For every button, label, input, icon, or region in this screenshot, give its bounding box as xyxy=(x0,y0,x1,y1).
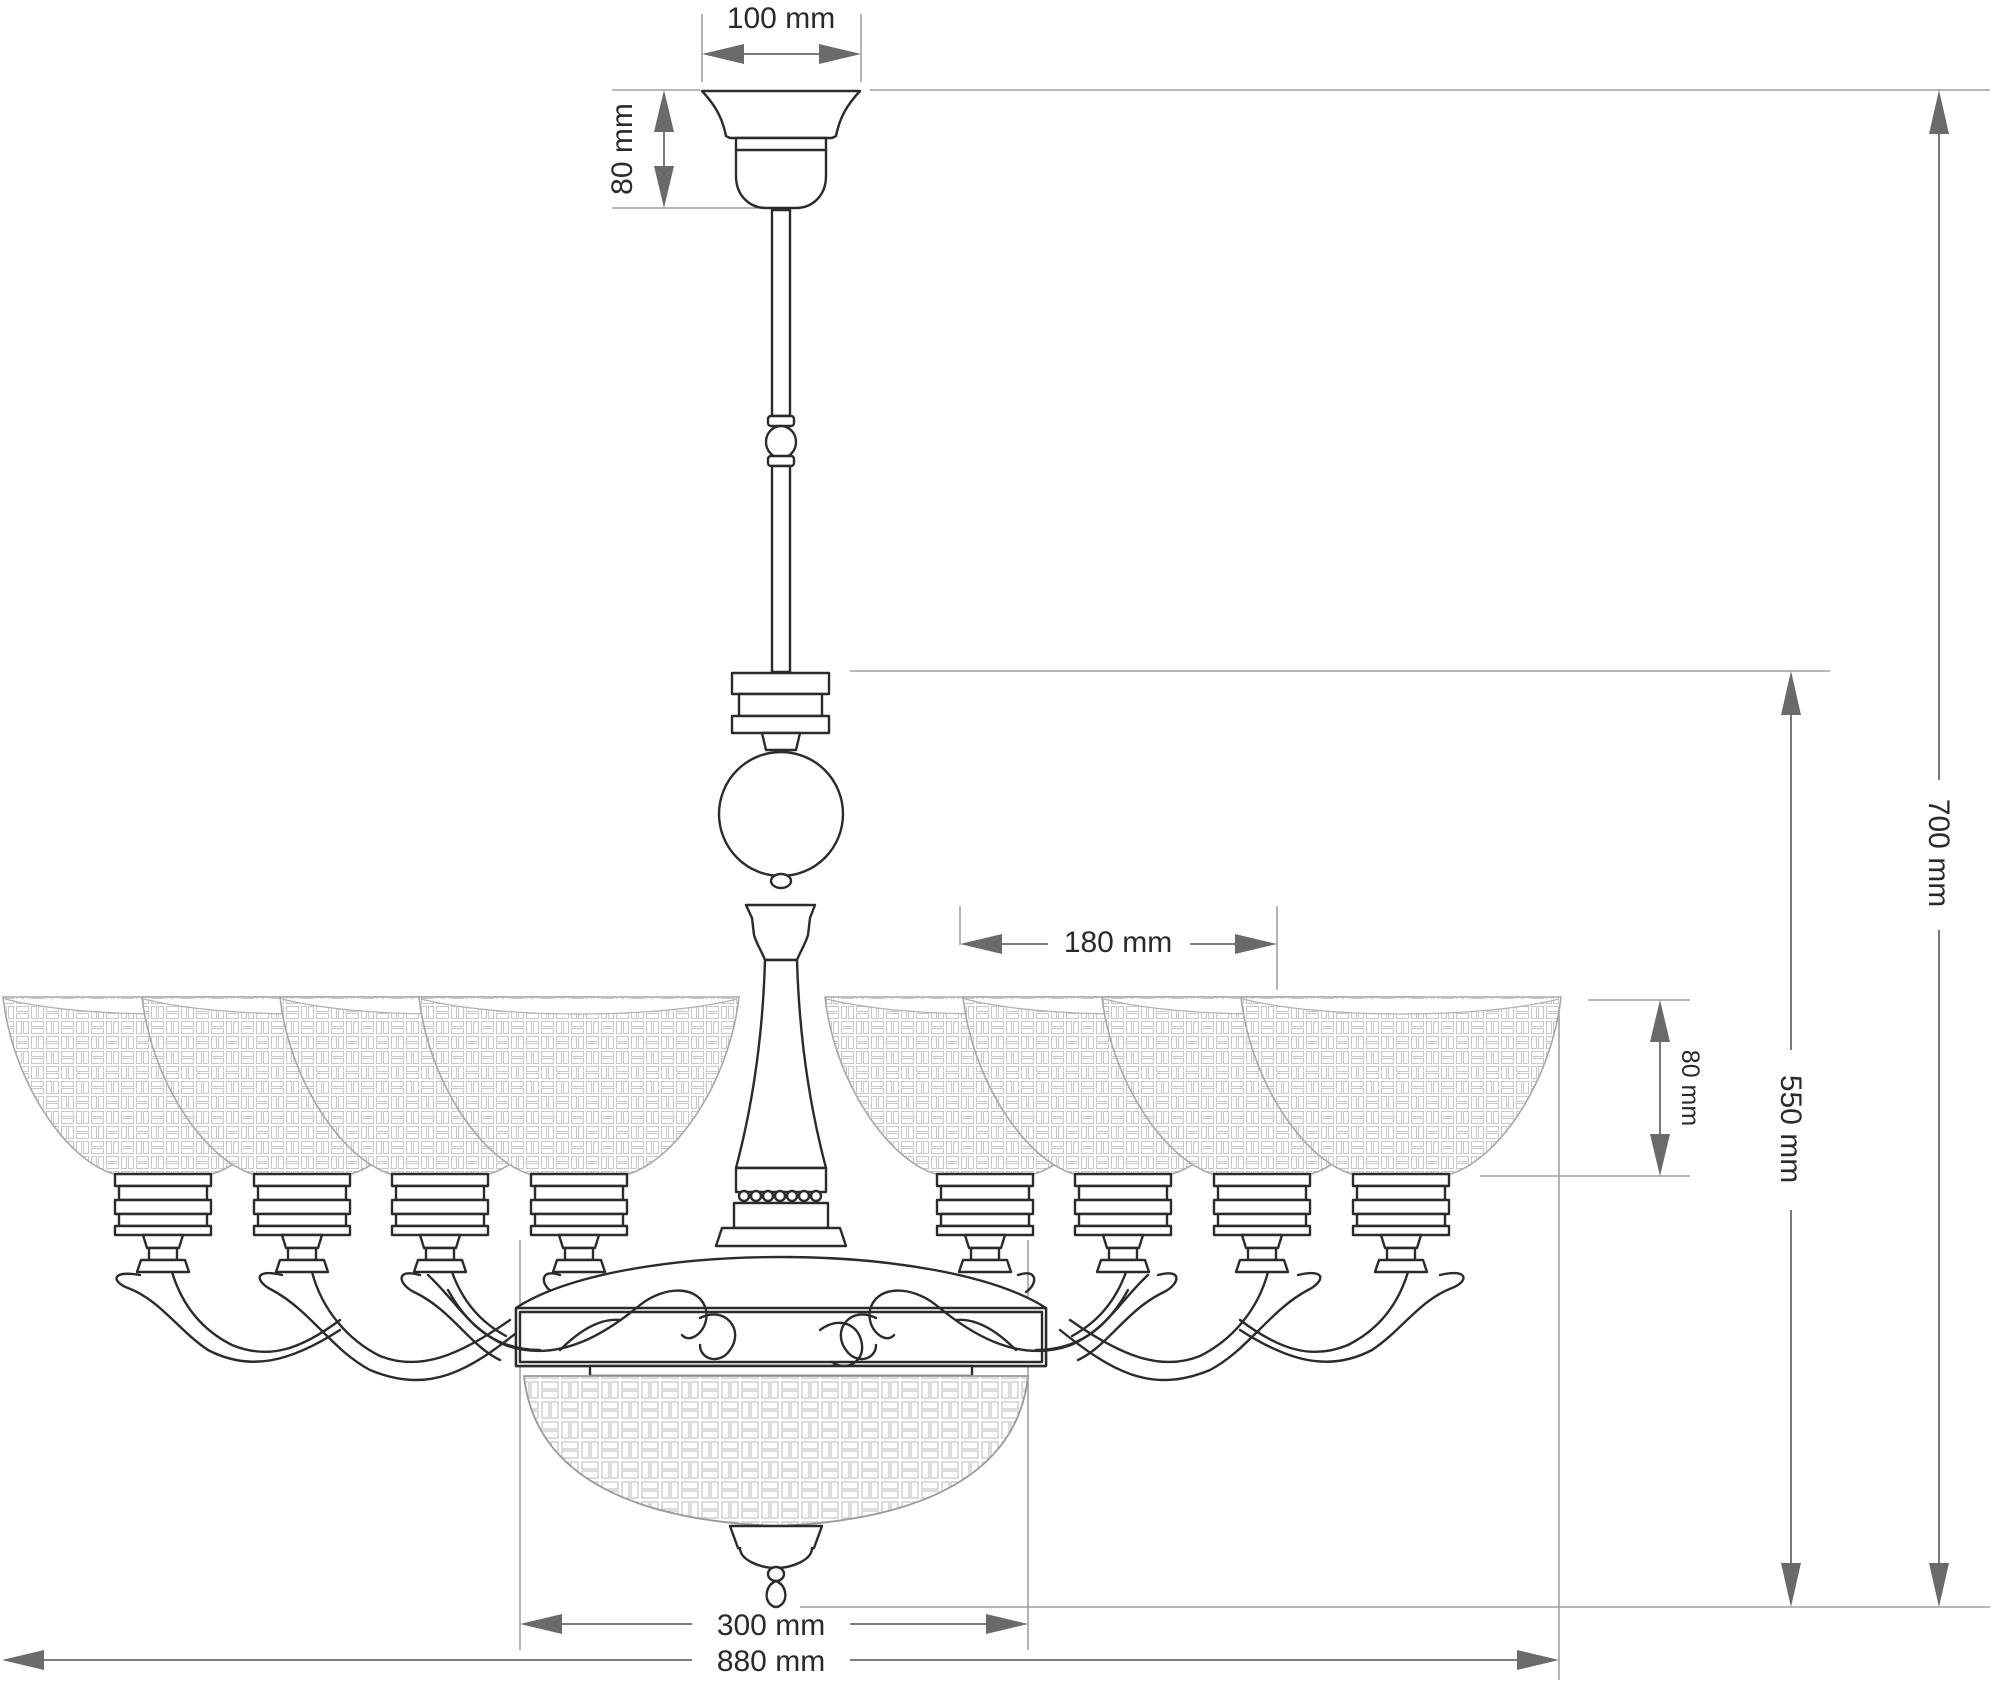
lamp-shade xyxy=(1240,996,1562,1177)
lamp-shades xyxy=(2,996,1562,1177)
label-total-height: 700 mm xyxy=(1922,799,1955,907)
ceiling-canopy xyxy=(700,89,862,210)
lamp-holder xyxy=(113,1172,213,1274)
lamp-holder xyxy=(935,1172,1035,1274)
dimension-labels: 100 mm 80 mm 700 mm 550 mm 180 mm 80 mm … xyxy=(606,2,1955,1678)
central-ring xyxy=(514,1255,1048,1378)
bead-row xyxy=(737,1189,823,1203)
label-total-width: 880 mm xyxy=(717,1645,825,1678)
suspension-rod xyxy=(764,208,798,674)
lamp-holder xyxy=(1212,1172,1312,1274)
lamp-holder xyxy=(252,1172,352,1274)
lamp-holder xyxy=(390,1172,490,1274)
label-canopy-height: 80 mm xyxy=(606,103,639,195)
lamp-shade xyxy=(418,996,740,1177)
lamp-holder xyxy=(529,1172,629,1274)
label-bowl-width: 300 mm xyxy=(717,1609,825,1642)
label-canopy-width: 100 mm xyxy=(727,2,835,35)
lamp-holders xyxy=(113,1172,1451,1274)
label-body-height: 550 mm xyxy=(1774,1075,1807,1183)
central-bowl xyxy=(522,1375,1030,1609)
label-shade-height: 80 mm xyxy=(1676,1050,1704,1126)
dimension-lines xyxy=(2,44,1949,1670)
lamp-holder xyxy=(1351,1172,1451,1274)
lamp-holder xyxy=(1073,1172,1173,1274)
chandelier-arms xyxy=(115,1270,1465,1382)
front-scrolls xyxy=(426,1273,1150,1368)
label-shade-width: 180 mm xyxy=(1064,926,1172,959)
center-column xyxy=(714,671,848,1248)
